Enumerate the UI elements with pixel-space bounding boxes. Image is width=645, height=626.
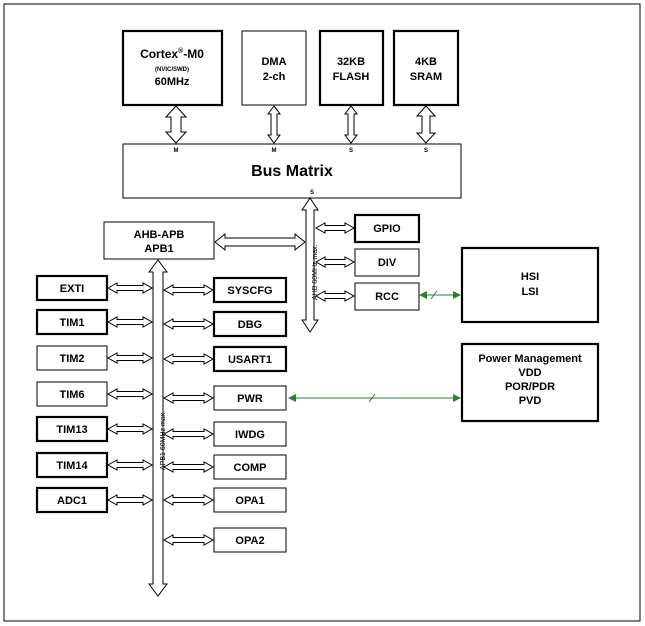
right-periph-label-dbg: DBG [238,319,262,331]
bm-slave-out: S [310,190,314,196]
left-periph-label-tim14: TIM14 [56,460,88,472]
right-periph-box-syscfg [212,276,288,304]
bus-matrix-block: M M S S Bus Matrix S [122,143,462,199]
dma-bus-arrow [267,105,281,144]
left-arrow-tim6 [106,388,154,400]
right-periph-box-pwr [213,385,287,411]
apb-bus: APB1 60MHz max. [148,259,168,597]
right-periph-label-comp: COMP [234,462,267,474]
right-periph-label-iwdg: IWDG [235,429,265,441]
right-arrow-usart1 [162,353,215,365]
right-arrow-pwr [162,392,215,404]
left-periph-box-tim6 [36,381,108,407]
right-periph-box-comp [213,454,287,480]
right-periph-label-syscfg: SYSCFG [227,285,272,297]
hsi-lsi-block: HSI LSI [460,246,600,324]
left-periph-label-adc1: ADC1 [57,495,87,507]
sram-bus-arrow [415,105,437,144]
left-periph-label-exti: EXTI [60,283,84,295]
cortex-m0-block: Cortex®-M0 (NVIC/SWD) 60MHz [121,29,224,107]
right-periph-label-usart1: USART1 [228,354,272,366]
left-periph-box-tim13 [35,415,109,443]
bm-port-4: S [424,148,428,154]
right-periph-box-opa2 [213,527,287,553]
right-arrow-syscfg [162,284,215,296]
right-periph-box-iwdg [213,421,287,447]
core-sub: (NVIC/SWD) [155,67,189,73]
right-arrow-dbg [162,318,215,330]
left-periph-box-exti [35,274,109,302]
right-periph-box-dbg [212,310,288,338]
left-arrow-tim14 [106,459,154,471]
ahb-bus-label: AHB 60MHz max. [312,244,319,300]
bm-port-1: M [174,148,179,154]
bridge-line2: APB1 [144,243,173,255]
ahb-arrow-div [314,256,356,268]
ahb-periph-label-div: DIV [378,257,397,269]
diagram-frame [3,3,641,622]
lsi-label: LSI [521,286,538,298]
left-periph-box-tim1 [35,308,109,336]
hsi-label: HSI [521,271,539,283]
left-periph-label-tim1: TIM1 [59,317,84,329]
bus-matrix-label: Bus Matrix [251,163,333,180]
left-periph-label-tim13: TIM13 [56,424,87,436]
bridge-line1: AHB-APB [134,229,185,241]
left-periph-box-tim2 [36,345,108,371]
flash-line2: FLASH [333,71,370,83]
ahb-periph-box-gpio [353,213,421,244]
right-arrow-opa2 [162,534,215,546]
ahb-peripherals: GPIO DIV RCC [314,213,421,311]
ahb-arrow-rcc [314,290,356,302]
ahb-apb-bridge: AHB-APB APB1 [103,221,215,260]
top-bus-arrows [164,105,437,144]
left-periph-label-tim6: TIM6 [59,389,84,401]
ahb-bus: AHB 60MHz max. [301,197,319,333]
right-arrow-comp [162,461,215,473]
left-periph-label-tim2: TIM2 [59,353,84,365]
core-name: Cortex [140,47,178,61]
power-por: POR/PDR [505,381,555,393]
flash-bus-arrow [344,105,358,144]
bm-port-3: S [349,148,353,154]
power-vdd: VDD [518,367,541,379]
left-arrow-exti [106,282,154,294]
core-reg: ® [178,47,184,55]
ahb-periph-label-gpio: GPIO [373,223,401,235]
svg-text:Cortex®-M0: Cortex®-M0 [140,47,204,61]
cortex-bus-arrow [164,105,188,144]
ahb-periph-label-rcc: RCC [375,291,399,303]
dma-line2: 2-ch [263,71,286,83]
right-periph-label-pwr: PWR [237,393,263,405]
power-pvd: PVD [519,395,542,407]
left-arrow-tim13 [106,423,154,435]
power-title: Power Management [478,353,582,365]
left-arrow-tim2 [106,352,154,364]
core-freq: 60MHz [155,76,190,88]
ahb-arrow-gpio [314,222,356,234]
ahb-periph-box-div [354,248,420,277]
sram-line1: 4KB [415,56,437,68]
bridge-ahb-arrow [214,232,306,252]
right-periph-label-opa2: OPA2 [235,535,264,547]
dma-line1: DMA [261,56,286,68]
apb-bus-label: APB1 60MHz max. [160,411,167,470]
flash-line1: 32KB [337,56,365,68]
sram-block: 4KB SRAM [392,29,460,107]
right-arrow-iwdg [162,428,215,440]
flash-block: 32KB FLASH [318,29,385,107]
dma-block: DMA 2-ch [241,30,307,106]
left-arrow-tim1 [106,316,154,328]
power-management-block: Power Management VDD POR/PDR PVD [460,342,600,423]
right-periph-label-opa1: OPA1 [235,495,264,507]
sram-line2: SRAM [410,71,442,83]
left-arrow-adc1 [106,494,154,506]
ahb-periph-box-rcc [354,282,420,311]
bm-port-2: M [272,148,277,154]
core-suffix: -M0 [183,47,204,61]
right-arrow-opa1 [162,494,215,506]
